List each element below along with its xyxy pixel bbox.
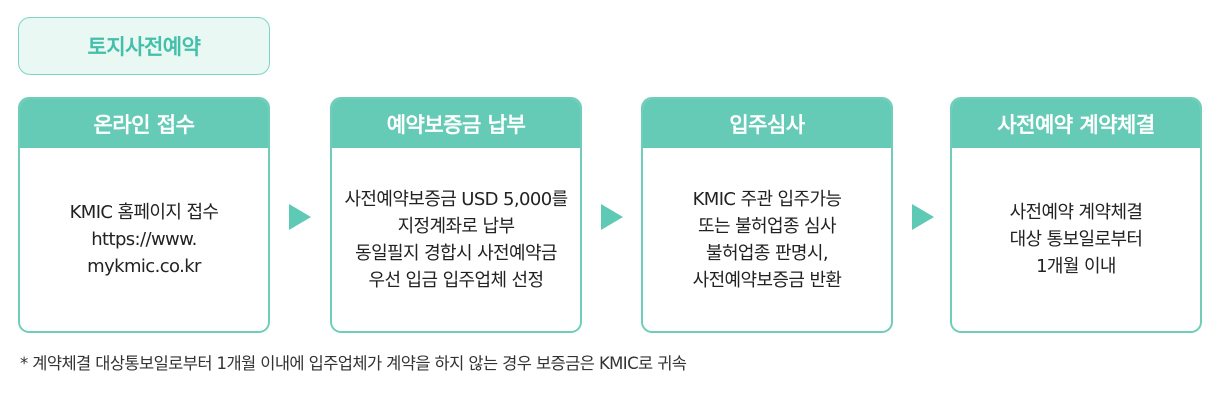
step-text-line: 사전예약보증금 반환	[692, 269, 842, 291]
process-title: 토지사전예약	[18, 17, 270, 75]
step-text-line: 불허업종 판명시,	[706, 242, 829, 264]
step-text-line: 1개월 이내	[1036, 256, 1116, 277]
step-card-tenant-review: 입주심사 KMIC 주관 입주가능 또는 불허업종 심사 불허업종 판명시, 사…	[641, 97, 893, 333]
step-card-deposit-payment: 예약보증금 납부 사전예약보증금 USD 5,000를 지정계좌로 납부 동일필…	[330, 97, 582, 333]
step-heading: 예약보증금 납부	[332, 99, 580, 148]
step-description: KMIC 홈페이지 접수 https://www. mykmic.co.kr	[20, 148, 268, 331]
step-text-line: KMIC 주관 입주가능	[692, 188, 842, 210]
step-text-line: KMIC 홈페이지 접수	[69, 202, 219, 223]
arrow-right-icon	[601, 204, 623, 230]
step-heading: 온라인 접수	[20, 99, 268, 148]
step-text-line: 우선 입금 입주업체 선정	[368, 269, 545, 291]
step-description: KMIC 주관 입주가능 또는 불허업종 심사 불허업종 판명시, 사전예약보증…	[643, 148, 891, 331]
step-heading: 입주심사	[643, 99, 891, 148]
arrow-right-icon	[289, 204, 311, 230]
step-text-line: 사전예약보증금 USD 5,000를	[344, 188, 568, 210]
step-text-line: https://www.	[91, 229, 197, 250]
step-card-online-application: 온라인 접수 KMIC 홈페이지 접수 https://www. mykmic.…	[18, 97, 270, 333]
step-text-line: 또는 불허업종 심사	[698, 215, 837, 237]
step-text-line: 사전예약 계약체결	[1009, 202, 1143, 223]
step-description: 사전예약 계약체결 대상 통보일로부터 1개월 이내	[952, 148, 1200, 331]
step-text-line: mykmic.co.kr	[87, 256, 201, 277]
footnote: * 계약체결 대상통보일로부터 1개월 이내에 입주업체가 계약을 하지 않는 …	[20, 354, 687, 373]
step-text-line: 지정계좌로 납부	[397, 215, 515, 237]
step-card-contract-signing: 사전예약 계약체결 사전예약 계약체결 대상 통보일로부터 1개월 이내	[950, 97, 1202, 333]
step-description: 사전예약보증금 USD 5,000를 지정계좌로 납부 동일필지 경합시 사전예…	[332, 148, 580, 331]
step-text-line: 대상 통보일로부터	[1009, 229, 1143, 250]
step-text-line: 동일필지 경합시 사전예약금	[355, 242, 557, 264]
step-heading: 사전예약 계약체결	[952, 99, 1200, 148]
arrow-right-icon	[912, 204, 934, 230]
